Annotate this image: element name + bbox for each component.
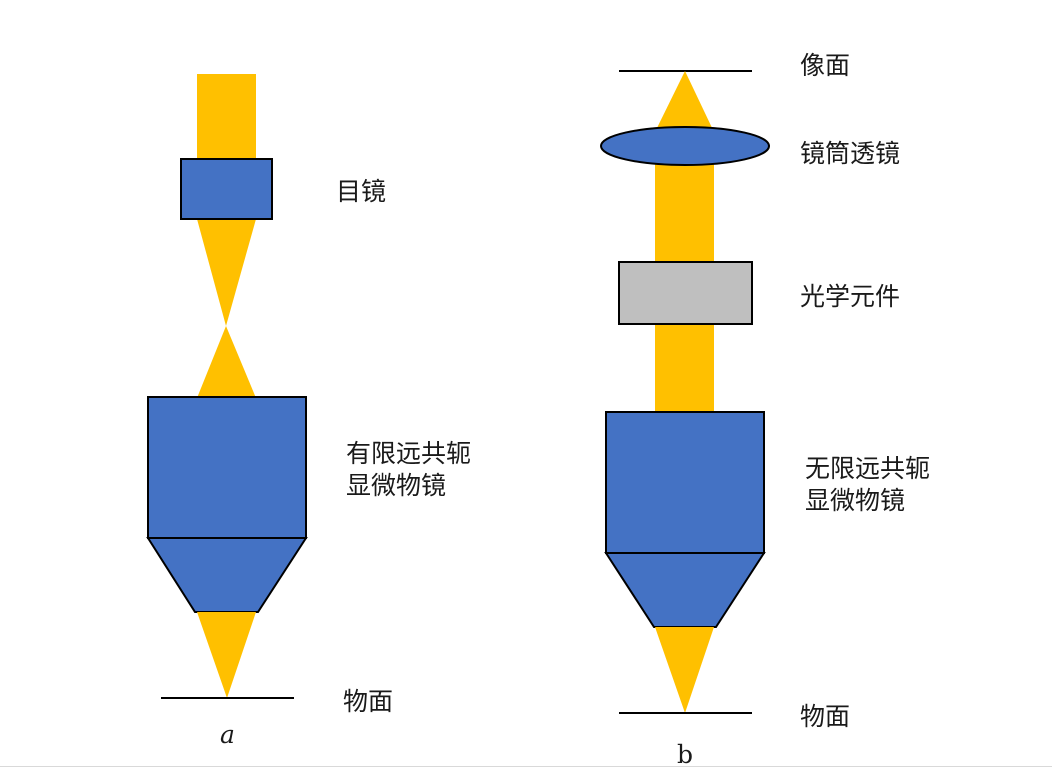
diagram-a: 目镜 有限远共轭 显微物镜 物面 a: [146, 74, 471, 749]
a-eyepiece: [180, 158, 273, 220]
b-beam-to-image: [655, 71, 714, 132]
a-objective-body: [147, 396, 307, 539]
b-optical-element-label: 光学元件: [800, 282, 900, 311]
b-object-plane-label: 物面: [800, 702, 850, 731]
a-beam-upper-cone: [197, 219, 256, 326]
a-objective-label-line2: 显微物镜: [346, 471, 446, 500]
a-caption: a: [220, 720, 235, 749]
a-objective-nose: [146, 537, 308, 613]
b-objective-label-line1: 无限远共轭: [805, 454, 930, 483]
bottom-divider: [0, 766, 1052, 767]
b-image-plane-label: 像面: [800, 51, 850, 80]
b-objective-body: [605, 411, 765, 554]
diagram-b: 像面 镜筒透镜 光学元件 无限远共轭 显微物镜 物面 b: [600, 51, 930, 769]
a-eyepiece-label: 目镜: [336, 177, 386, 206]
b-beam-to-object: [655, 627, 714, 713]
a-beam-to-object: [197, 612, 256, 698]
a-object-plane-label: 物面: [343, 687, 393, 716]
a-objective-label-line1: 有限远共轭: [346, 439, 471, 468]
b-tube-lens-label: 镜筒透镜: [800, 139, 900, 168]
b-objective-nose: [604, 552, 766, 628]
a-beam-lower-cone: [197, 326, 256, 398]
b-objective-label-line2: 显微物镜: [805, 486, 905, 515]
b-optical-element: [618, 261, 753, 325]
b-caption: b: [677, 740, 693, 769]
a-output-beam: [197, 74, 256, 160]
b-tube-lens: [600, 126, 770, 166]
